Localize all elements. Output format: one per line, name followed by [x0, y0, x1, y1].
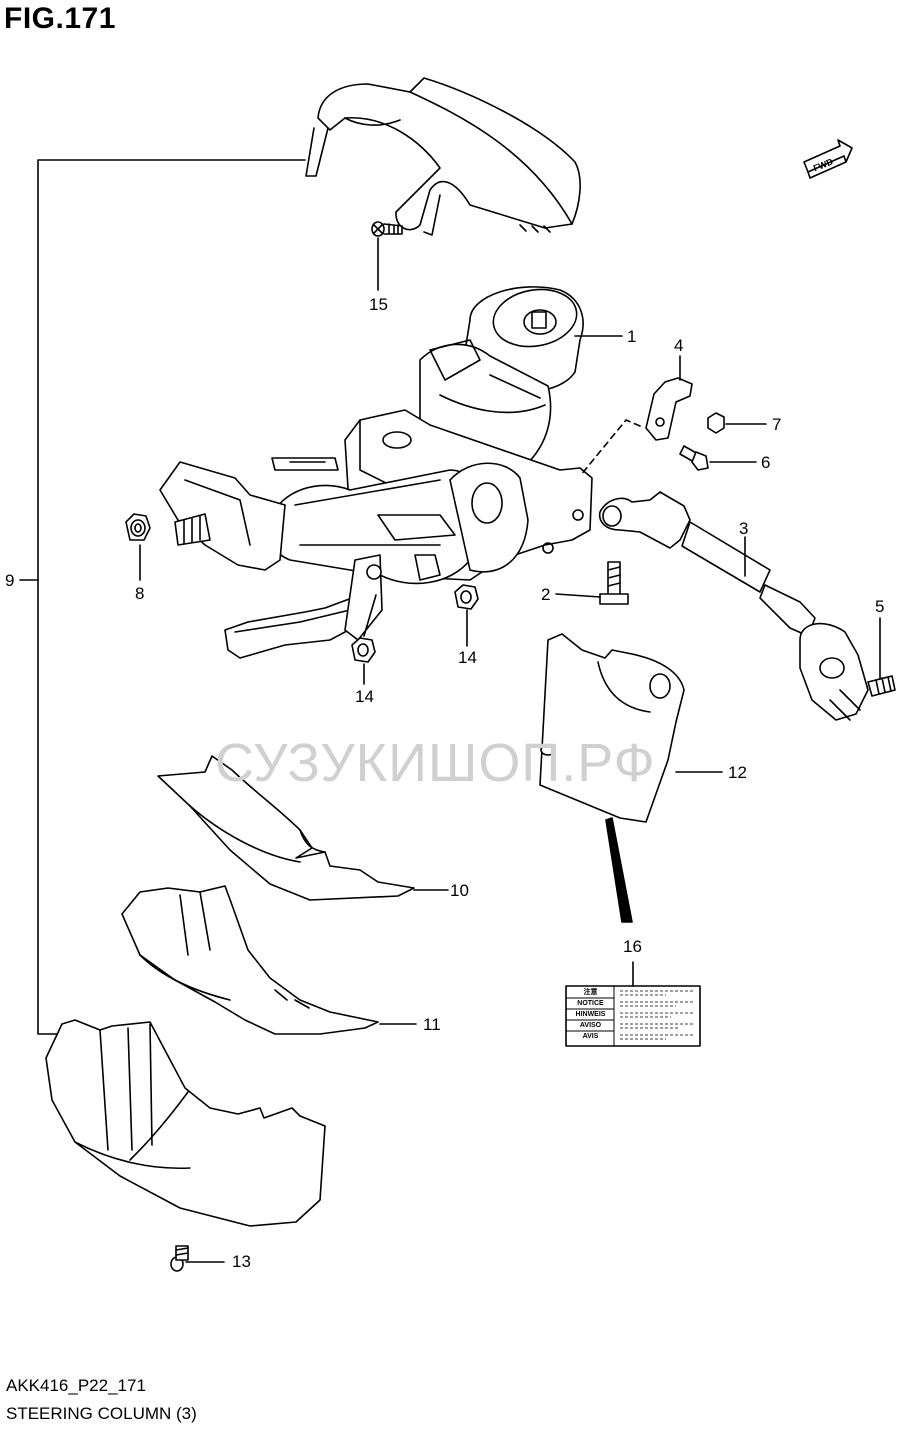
callout-4: 4	[674, 336, 684, 355]
callout-7: 7	[772, 415, 782, 434]
label-row-text: 注意	[583, 989, 598, 996]
nut-14-center	[454, 584, 479, 610]
nut-7	[707, 412, 725, 434]
intermediate-shaft-3	[598, 491, 869, 721]
bracket-4	[645, 377, 693, 441]
figure-code: AKK416_P22_171	[6, 1376, 146, 1395]
watermark: СУЗУКИШОП.РФ	[215, 733, 656, 793]
label-sticker-frame	[565, 985, 701, 1047]
figure-name: STEERING COLUMN (3)	[6, 1404, 197, 1423]
fwd-arrow-icon	[803, 139, 853, 179]
screw-13	[170, 1245, 189, 1272]
label-row-3: HINWEIS	[567, 1010, 699, 1020]
cover-12	[539, 633, 685, 823]
callout-5: 5	[875, 597, 885, 616]
lower-cover-11	[121, 885, 379, 1035]
bolt-2	[599, 561, 629, 605]
label-row-text: NOTICE	[577, 1000, 604, 1007]
label-sticker-lines	[566, 986, 694, 1046]
callout-13: 13	[232, 1252, 251, 1271]
assembly-bracket-line	[37, 159, 306, 1035]
callout-14-left: 14	[355, 687, 374, 706]
leader-2	[555, 593, 601, 598]
callout-12: 12	[728, 763, 747, 782]
lower-cover-10	[157, 755, 415, 901]
label-row-text: AVIS	[582, 1033, 599, 1040]
callout-11: 11	[423, 1015, 441, 1034]
bracket-link-dashed	[579, 419, 641, 477]
screw-15	[371, 221, 403, 237]
bolt-6	[679, 445, 709, 471]
callout-10: 10	[450, 881, 469, 900]
steering-column-assembly	[159, 286, 593, 659]
leader-14-left-upper	[363, 594, 377, 637]
callout-8: 8	[135, 584, 145, 603]
lower-column-cover	[45, 1019, 326, 1227]
nut-8	[125, 513, 151, 541]
bolt-5	[867, 675, 896, 697]
label-row-5: AVIS	[567, 1032, 699, 1042]
figure-title: FIG.171	[4, 2, 116, 35]
nut-14-left	[351, 637, 376, 663]
callout-15: 15	[369, 295, 388, 314]
label-row-text: AVISO	[579, 1022, 602, 1029]
label-row-4: AVISO	[567, 1021, 699, 1031]
label-row-2: NOTICE	[567, 999, 699, 1009]
callout-14-center: 14	[458, 648, 477, 667]
label-pointer	[605, 817, 633, 923]
callout-6: 6	[761, 453, 771, 472]
callout-9: 9	[5, 571, 15, 590]
callout-3: 3	[739, 519, 749, 538]
callout-1: 1	[627, 327, 637, 346]
label-row-1: 注意	[567, 988, 699, 998]
callout-16: 16	[623, 937, 642, 956]
upper-column-cover	[305, 77, 581, 236]
callout-2: 2	[541, 585, 551, 604]
label-row-text: HINWEIS	[575, 1011, 606, 1018]
